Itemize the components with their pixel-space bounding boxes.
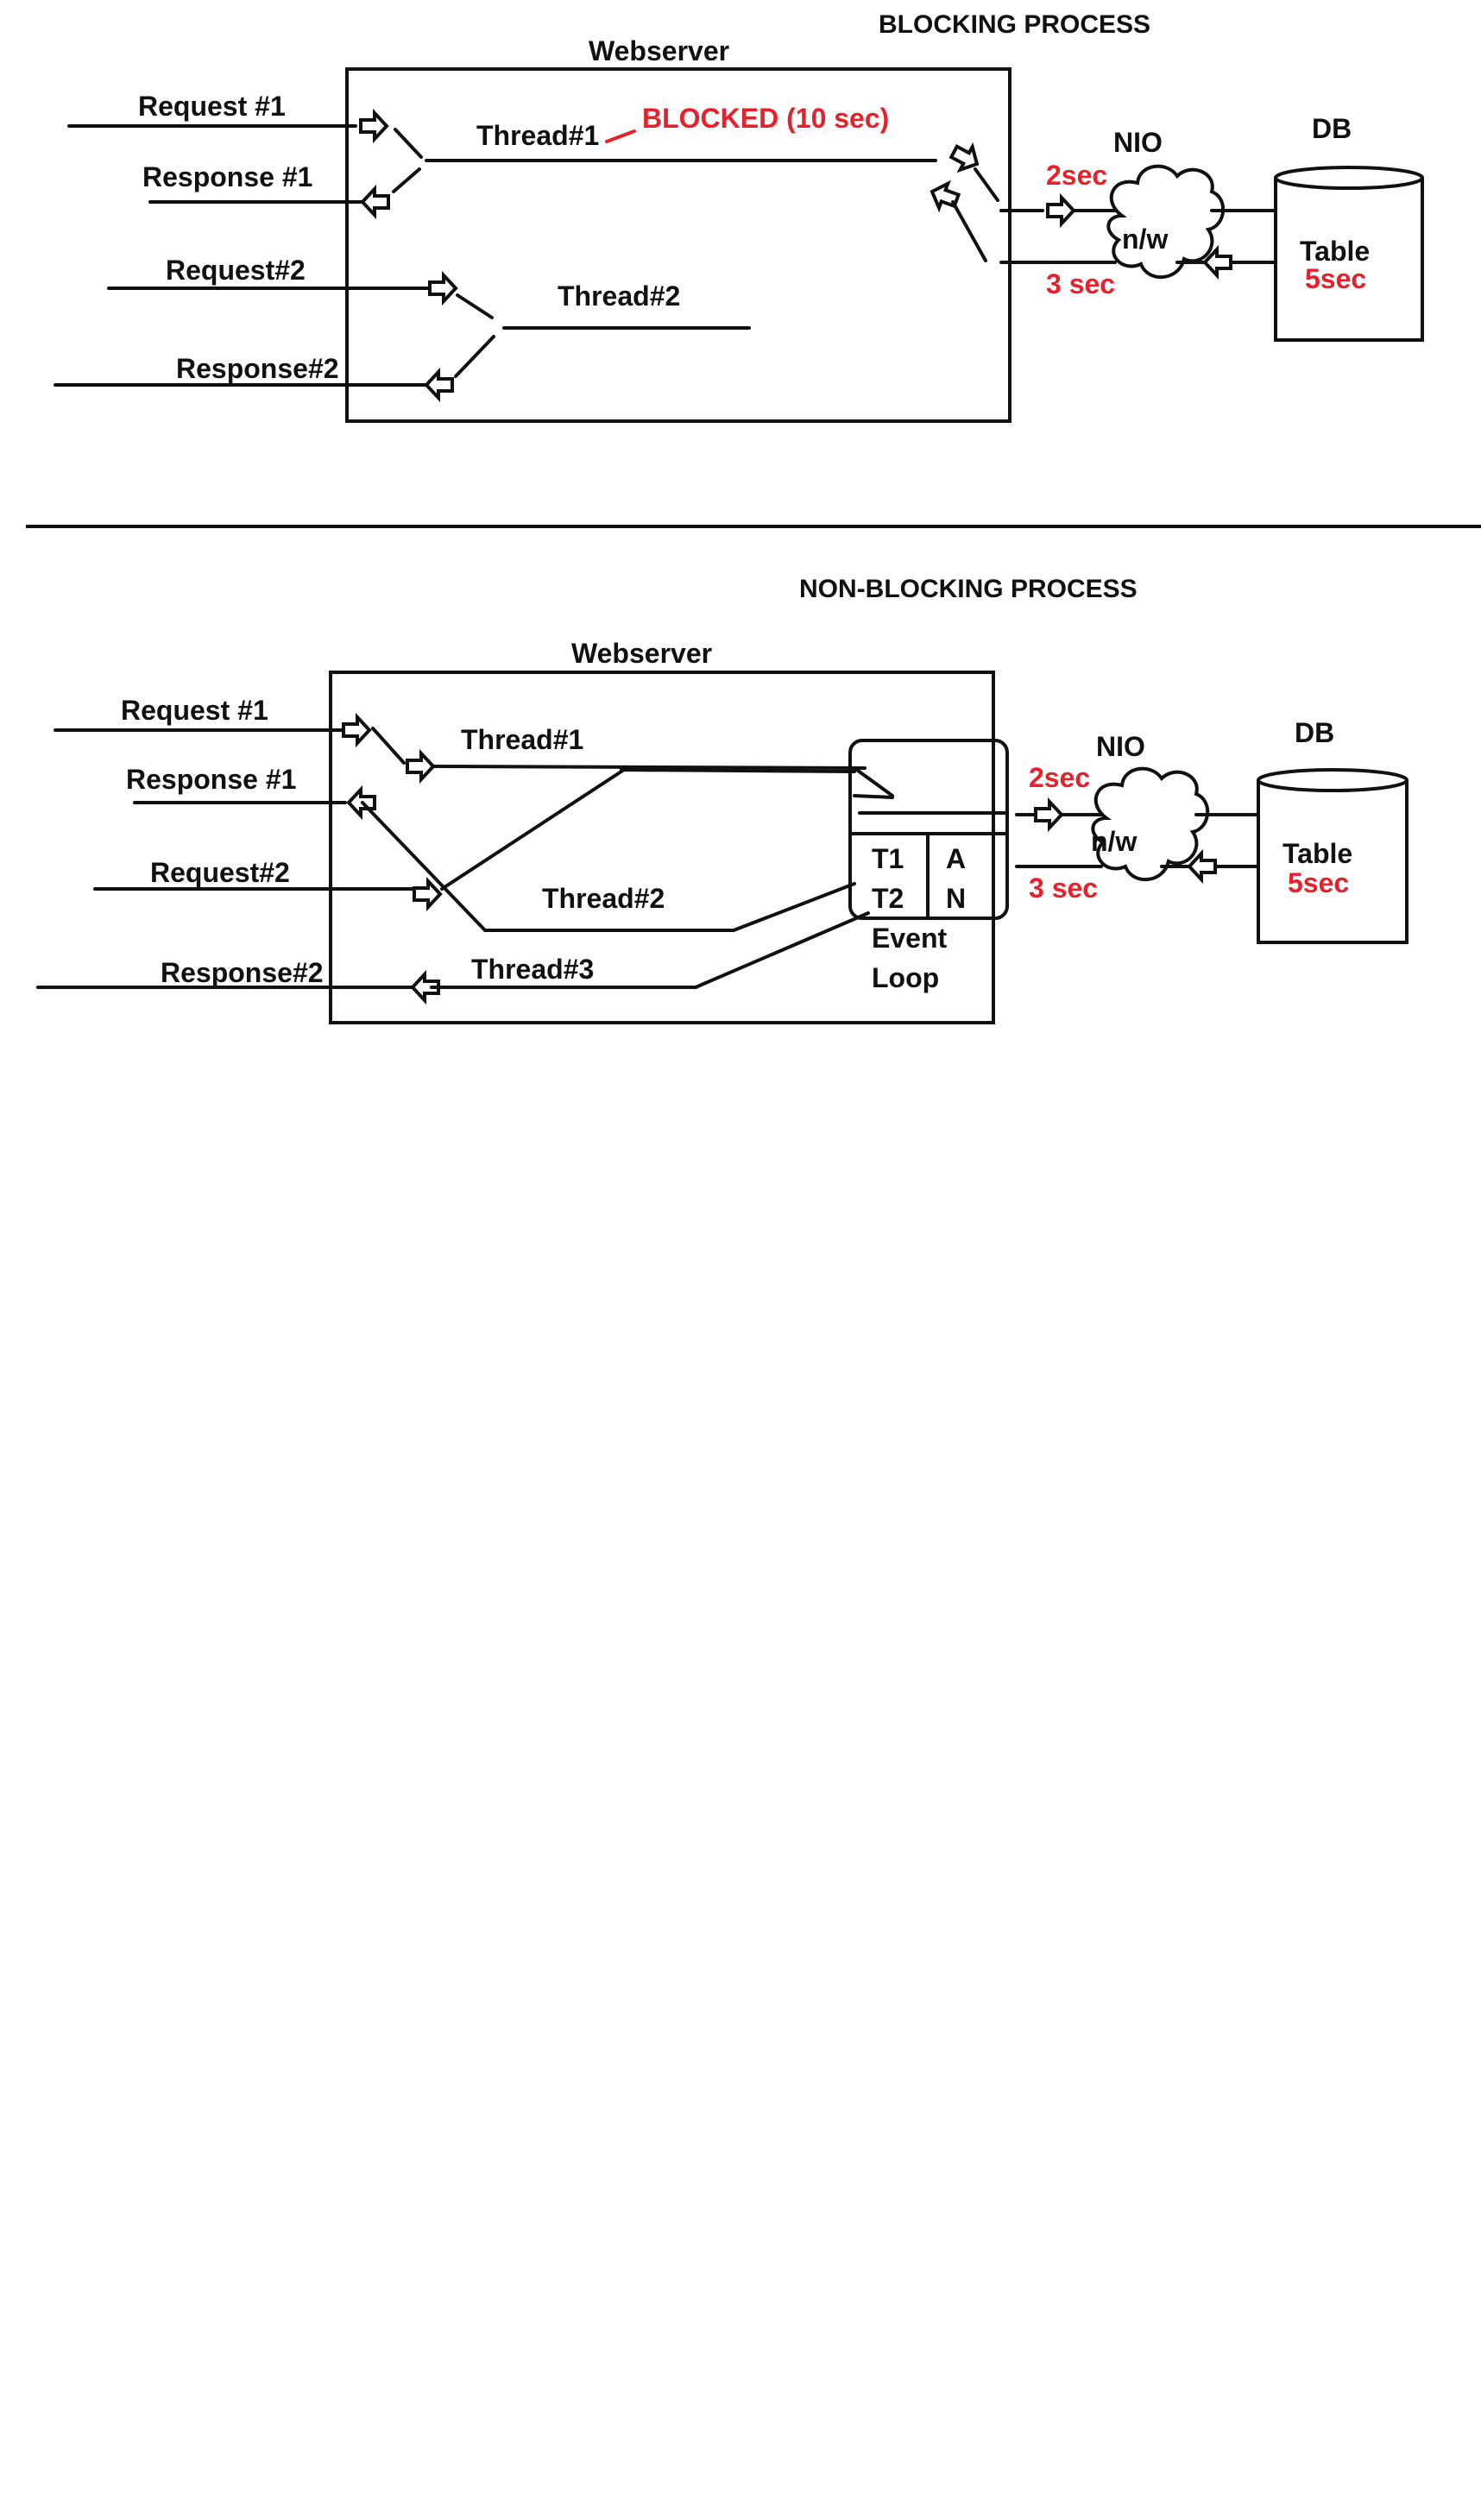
event-loop-label-line1: Event [872, 923, 947, 954]
nonblocking-network-cloud [1091, 766, 1210, 881]
nonblocking-db-cylinder-top [1257, 768, 1409, 792]
blocking-return-switch [951, 200, 987, 262]
nonblocking-request1-label: Request #1 [121, 695, 268, 726]
event-loop-queue-t2: T2 [872, 883, 904, 914]
nonblocking-db-cylinder-body [1257, 778, 1409, 944]
blocking-blocked-note: BLOCKED (10 sec) [642, 103, 889, 134]
nonblocking-thread1-switch [371, 727, 406, 765]
nonblocking-request2-arrow [413, 879, 442, 909]
event-loop-switch-input [853, 794, 894, 799]
blocking-db-label: DB [1312, 113, 1352, 144]
blocking-network-label: n/w [1122, 224, 1168, 255]
nonblocking-request1-arrow [342, 715, 371, 745]
nonblocking-response1-label: Response #1 [126, 764, 296, 795]
blocking-thread2-label: Thread#2 [558, 280, 680, 312]
nonblocking-nio-label: NIO [1096, 731, 1145, 762]
blocking-table-time: 5sec [1305, 263, 1366, 294]
blocking-response1-label: Response #1 [142, 161, 312, 192]
blocking-blocked-pointer [605, 129, 636, 143]
event-loop-switch [853, 766, 894, 797]
nonblocking-request2-path [440, 766, 628, 891]
nonblocking-thread3-label: Thread#3 [471, 954, 594, 985]
nonblocking-section: NON-BLOCKING PROCESS Webserver Request #… [36, 575, 1409, 1024]
blocking-response2-label: Response#2 [176, 353, 339, 384]
nonblocking-webserver-label: Webserver [571, 638, 712, 669]
blocking-request1-arrow [359, 111, 388, 141]
blocking-title: BLOCKING PROCESS [879, 10, 1150, 39]
nonblocking-thread2-label: Thread#2 [542, 883, 665, 914]
blocking-network-cloud [1106, 164, 1226, 279]
blocking-section: BLOCKING PROCESS Webserver Request #1 Re… [54, 10, 1424, 423]
blocking-thread2-switch [456, 293, 494, 319]
blocking-webserver-label: Webserver [589, 35, 729, 66]
nonblocking-thread2-connector [732, 882, 856, 932]
blocking-return-time: 3 sec [1046, 268, 1115, 299]
nonblocking-thread1-line [432, 765, 867, 770]
nonblocking-thread1-line-bold [620, 768, 856, 773]
nonblocking-response2-label: Response#2 [161, 957, 324, 988]
nonblocking-nio-send-arrow [1034, 800, 1063, 829]
nonblocking-request2-label: Request#2 [150, 857, 290, 888]
blocking-db-cylinder-top [1274, 166, 1424, 190]
nonblocking-send-time: 2sec [1029, 762, 1090, 793]
nonblocking-table-label: Table [1282, 838, 1352, 869]
nonblocking-webserver-box [329, 671, 995, 1024]
event-loop-queue-n: N [946, 883, 966, 914]
nonblocking-db-response-arrow [1188, 852, 1217, 881]
blocking-outgoing-switch [974, 167, 999, 202]
event-loop-queue-a: A [946, 843, 966, 874]
event-loop-queue-t1: T1 [872, 843, 904, 874]
blocking-request2-label: Request#2 [166, 255, 306, 286]
blocking-table-label: Table [1300, 236, 1370, 267]
blocking-response1-arrow [361, 187, 390, 217]
blocking-request2-arrow [428, 274, 457, 303]
nonblocking-thread3-connector [694, 911, 870, 989]
blocking-db-cylinder-body [1274, 176, 1424, 342]
blocking-send-time: 2sec [1046, 160, 1107, 191]
nonblocking-title: NON-BLOCKING PROCESS [799, 575, 1138, 603]
nonblocking-response1-path [361, 801, 487, 932]
blocking-request1-label: Request #1 [138, 91, 286, 122]
event-loop-label-line2: Loop [872, 962, 939, 993]
nonblocking-table-time: 5sec [1288, 867, 1349, 898]
blocking-thread1-label: Thread#1 [476, 120, 599, 151]
blocking-thread1-switch [394, 128, 423, 159]
nonblocking-thread1-label: Thread#1 [461, 724, 583, 755]
blocking-response1-switch [392, 167, 421, 193]
nonblocking-return-time: 3 sec [1029, 873, 1098, 904]
nonblocking-thread1-arrow [406, 752, 435, 781]
blocking-nio-send-arrow [1046, 196, 1075, 225]
nonblocking-db-label: DB [1295, 717, 1334, 748]
nonblocking-network-label: n/w [1091, 826, 1137, 857]
blocking-response2-switch [454, 335, 495, 378]
blocking-nio-label: NIO [1113, 127, 1163, 158]
blocking-webserver-box [345, 67, 1011, 423]
blocking-response2-arrow [425, 370, 454, 400]
